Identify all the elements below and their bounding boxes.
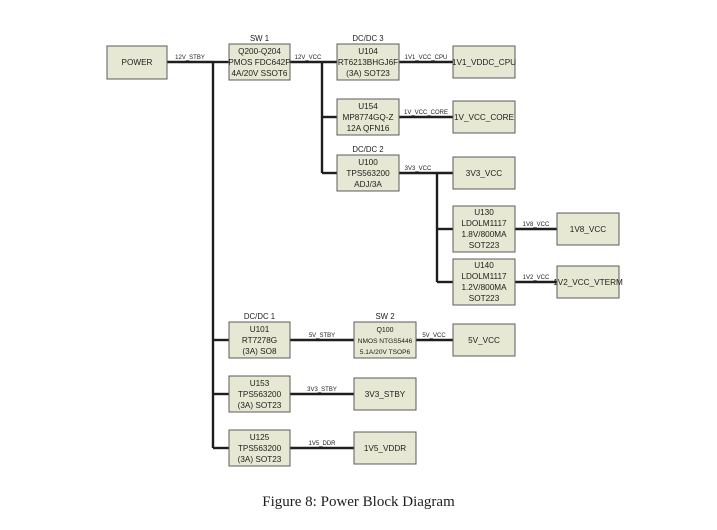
net-labels: 12V_STBY 12V_VCC 1V1_VCC_CPU 1V_VCC_CORE… bbox=[175, 55, 550, 447]
u125-block: U125 TPS563200 (3A) SOT23 bbox=[228, 429, 291, 467]
power-label: POWER bbox=[122, 58, 153, 67]
u101-block: U101 RT7278G (3A) SO8 bbox=[228, 321, 291, 359]
header-sw1: SW 1 bbox=[250, 34, 269, 43]
sw2-block: Q100 NMOS NTGS5446 5.1A/20V TSOP6 bbox=[353, 321, 417, 359]
u130-line-2: LDOLM1117 bbox=[461, 219, 507, 228]
u154-line-3: 12A QFN16 bbox=[347, 124, 390, 133]
u140-block: U140 LDOLM1117 1.2V/800MA SOT223 bbox=[452, 258, 516, 306]
u125-line-2: TPS563200 bbox=[238, 444, 282, 453]
u153-line-2: TPS563200 bbox=[238, 390, 282, 399]
u153-line-3: (3A) SOT23 bbox=[238, 401, 282, 410]
power-block: POWER bbox=[106, 45, 168, 80]
u104-line-2: RT6213BHGJ6F bbox=[338, 58, 398, 67]
out-1v8-label: 1V8_VCC bbox=[570, 225, 606, 234]
u100-line-3: ADJ/3A bbox=[354, 180, 382, 189]
net-label-5v-stby: 5V_STBY bbox=[309, 333, 335, 339]
header-sw2: SW 2 bbox=[375, 312, 394, 321]
out-3v3stby-label: 3V3_STBY bbox=[365, 390, 406, 399]
sw2-line-2: NMOS NTGS5446 bbox=[358, 338, 413, 345]
figure-caption: Figure 8: Power Block Diagram bbox=[262, 494, 455, 510]
out-1v1-vddc-cpu-block: 1V1_VDDC_CPU bbox=[452, 45, 516, 79]
sw1-line-2: PMOS FDC642P bbox=[228, 58, 291, 67]
u104-line-1: U104 bbox=[358, 47, 378, 56]
header-dcdc1: DC/DC 1 bbox=[244, 312, 275, 321]
u130-line-4: SOT223 bbox=[469, 241, 500, 250]
net-label-5v-vcc: 5V_VCC bbox=[422, 333, 446, 339]
blocks: POWER Q200-Q204 PMOS FDC642P 4A/20V SSOT… bbox=[106, 43, 623, 467]
u154-block: U154 MP8774GQ-Z 12A QFN16 bbox=[336, 98, 400, 136]
u154-line-2: MP8774GQ-Z bbox=[343, 113, 394, 122]
u100-line-1: U100 bbox=[358, 158, 378, 167]
out-3v3-label: 3V3_VCC bbox=[466, 169, 502, 178]
net-label-1v2-vcc: 1V2_VCC bbox=[523, 275, 550, 281]
u130-line-1: U130 bbox=[474, 208, 494, 217]
net-label-1v1-vcc-cpu: 1V1_VCC_CPU bbox=[405, 55, 448, 61]
u130-line-3: 1.8V/800MA bbox=[461, 230, 507, 239]
u140-line-3: 1.2V/800MA bbox=[461, 283, 507, 292]
sw2-line-1: Q100 bbox=[376, 327, 393, 334]
sw1-line-1: Q200-Q204 bbox=[238, 47, 281, 56]
out-5v-label: 5V_VCC bbox=[468, 336, 500, 345]
u154-line-1: U154 bbox=[358, 102, 378, 111]
sw1-block: Q200-Q204 PMOS FDC642P 4A/20V SSOT6 bbox=[228, 43, 291, 81]
u101-line-3: (3A) SO8 bbox=[242, 347, 277, 356]
u153-block: U153 TPS563200 (3A) SOT23 bbox=[228, 375, 291, 413]
u153-line-1: U153 bbox=[250, 379, 270, 388]
out-3v3-vcc-block: 3V3_VCC bbox=[452, 156, 516, 190]
out-1v2-label: 1V2_VCC_VTERM bbox=[553, 278, 623, 287]
out-3v3-stby-block: 3V3_STBY bbox=[353, 377, 417, 411]
u101-line-2: RT7278G bbox=[242, 336, 277, 345]
u101-line-1: U101 bbox=[250, 325, 270, 334]
net-label-1v5-ddr: 1V5_DDR bbox=[308, 441, 336, 447]
u100-line-2: TPS563200 bbox=[346, 169, 390, 178]
out-1v-label: 1V_VCC_CORE bbox=[454, 113, 515, 122]
out-1v8-vcc-block: 1V8_VCC bbox=[556, 212, 620, 246]
out-1v-vcc-core-block: 1V_VCC_CORE bbox=[452, 100, 516, 134]
header-dcdc2: DC/DC 2 bbox=[352, 145, 383, 154]
u125-line-3: (3A) SOT23 bbox=[238, 455, 282, 464]
net-label-3v3-vcc: 3V3_VCC bbox=[405, 166, 432, 172]
net-label-1v8-vcc: 1V8_VCC bbox=[523, 222, 550, 228]
header-dcdc3: DC/DC 3 bbox=[352, 34, 383, 43]
out-1v1-label: 1V1_VDDC_CPU bbox=[452, 58, 516, 67]
net-label-3v3-stby: 3V3_STBY bbox=[307, 387, 337, 393]
net-label-1v-vcc-core: 1V_VCC_CORE bbox=[404, 110, 448, 116]
u140-line-2: LDOLM1117 bbox=[461, 272, 507, 281]
wires bbox=[167, 60, 557, 450]
net-label-12v-vcc: 12V_VCC bbox=[295, 55, 322, 61]
out-1v5-vddr-block: 1V5_VDDR bbox=[353, 431, 417, 465]
out-1v2-vcc-vterm-block: 1V2_VCC_VTERM bbox=[553, 265, 623, 299]
section-headers: SW 1 DC/DC 3 DC/DC 2 DC/DC 1 SW 2 bbox=[244, 34, 395, 321]
u104-block: U104 RT6213BHGJ6F (3A) SOT23 bbox=[336, 43, 400, 81]
sw1-line-3: 4A/20V SSOT6 bbox=[232, 69, 288, 78]
u140-line-4: SOT223 bbox=[469, 294, 500, 303]
net-label-12v-stby: 12V_STBY bbox=[175, 55, 205, 61]
u140-line-1: U140 bbox=[474, 261, 494, 270]
out-1v5-label: 1V5_VDDR bbox=[364, 444, 406, 453]
u130-block: U130 LDOLM1117 1.8V/800MA SOT223 bbox=[452, 205, 516, 253]
u104-line-3: (3A) SOT23 bbox=[346, 69, 390, 78]
u100-block: U100 TPS563200 ADJ/3A bbox=[336, 154, 400, 192]
out-5v-vcc-block: 5V_VCC bbox=[452, 323, 516, 357]
sw2-line-3: 5.1A/20V TSOP6 bbox=[360, 349, 411, 356]
u125-line-1: U125 bbox=[250, 433, 270, 442]
